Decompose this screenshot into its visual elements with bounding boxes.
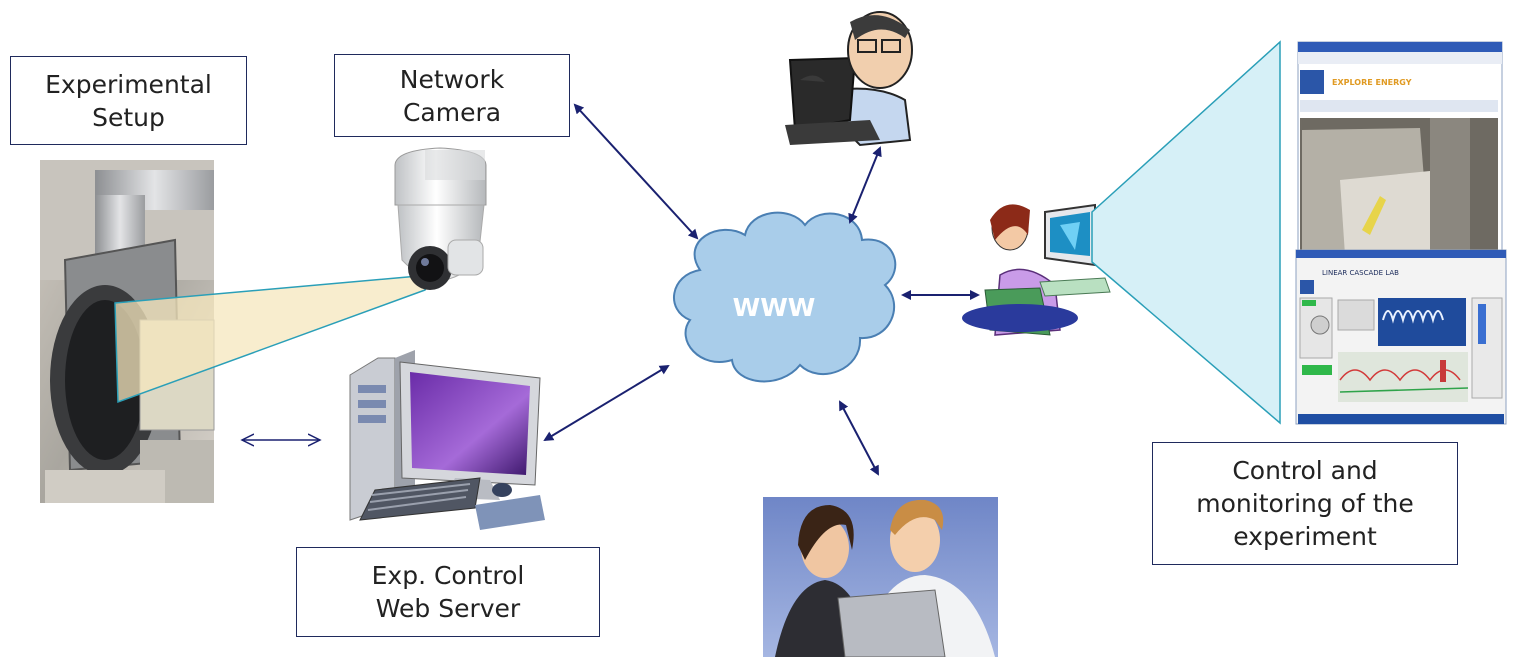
operator-woman-at-computer-image: [962, 203, 1111, 336]
www-cloud: [673, 211, 897, 383]
remote-user-man-image: [785, 11, 913, 147]
control-monitoring-label-box: Control and monitoring of the experiment: [1152, 442, 1458, 565]
arrow-www-people: [839, 400, 879, 476]
experimental-setup-line2: Setup: [92, 102, 165, 132]
www-cloud-label: WWW: [732, 293, 816, 322]
experimental-setup-label-box: Experimental Setup: [10, 56, 247, 145]
network-camera-label-box: Network Camera: [334, 54, 570, 137]
bottom-screenshot-title: LINEAR CASCADE LAB: [1322, 269, 1399, 277]
control-monitoring-line3: experiment: [1233, 522, 1377, 551]
bottom-screenshot-image: LINEAR CASCADE LAB: [1295, 249, 1507, 425]
top-screenshot-brand: EXPLORE ENERGY: [1332, 78, 1412, 87]
arrow-server-www: [543, 364, 670, 442]
web-server-line2: Web Server: [375, 594, 521, 623]
top-screenshot-image: EXPLORE ENERGY: [1297, 41, 1503, 271]
experimental-setup-line1: Experimental: [45, 69, 212, 99]
experimental-setup-photo: [40, 160, 215, 503]
arrow-man-www: [848, 146, 882, 224]
arrow-camera-www: [573, 103, 699, 240]
control-monitoring-line1: Control and: [1232, 456, 1378, 485]
monitoring-view-beam: [1091, 40, 1281, 425]
web-server-label-box: Exp. Control Web Server: [296, 547, 600, 637]
control-monitoring-line2: monitoring of the: [1196, 489, 1414, 518]
camera-view-beam: [114, 274, 432, 404]
network-camera-line1: Network: [399, 64, 505, 94]
collaborating-people-image: [763, 497, 998, 657]
network-camera-image: [394, 147, 487, 290]
web-server-computer-image: [349, 350, 545, 530]
network-camera-line2: Camera: [402, 97, 502, 127]
web-server-line1: Exp. Control: [371, 561, 525, 590]
